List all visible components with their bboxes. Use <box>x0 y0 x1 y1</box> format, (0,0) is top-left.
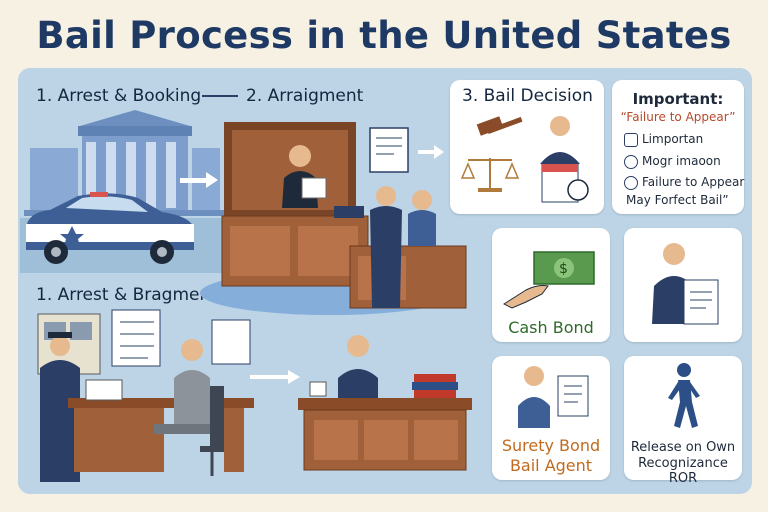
cash-bond-card <box>492 228 610 342</box>
step-arrest-booking-label: 1. Arrest & Booking <box>36 86 202 106</box>
release-line1-label: Release on Own <box>630 440 736 455</box>
surety-agent-illustration <box>518 366 589 428</box>
no-entry-icon <box>624 155 638 169</box>
bail-decision-illustration <box>460 116 589 203</box>
desk-clerk-illustration <box>298 335 472 471</box>
arraignment-document-icon <box>369 127 444 173</box>
important-item: Mogr imaoon <box>642 154 721 168</box>
cash-money-icon: $ <box>502 251 595 309</box>
important-title: Important: <box>632 90 724 108</box>
booking-scene-illustration <box>37 309 254 482</box>
important-subtitle: “Failure to Appear” <box>620 110 736 124</box>
warning-icon <box>624 176 638 190</box>
step-connector-line <box>202 95 238 97</box>
important-footer: May Forfect Bail” <box>626 193 729 207</box>
bail-decision-label: 3. Bail Decision <box>462 86 593 106</box>
step-arrest-bragment-label: 1. Arrest & Bragment <box>36 285 217 305</box>
surety-bond-label: Surety Bond <box>501 436 601 455</box>
arrow-right-icon <box>250 370 300 384</box>
step-arraignment-label: 2. Arraigment <box>246 86 364 106</box>
bail-agent-label: Bail Agent <box>509 456 593 475</box>
person-icon <box>624 133 638 147</box>
surety-bond-card <box>492 356 610 480</box>
walking-person-icon <box>668 363 700 428</box>
courthouse-police-car-illustration <box>20 110 230 273</box>
page-title: Bail Process in the United States <box>36 14 732 57</box>
important-card <box>612 80 744 214</box>
person-with-document-illustration <box>652 243 719 325</box>
important-item: Limportan <box>642 132 704 146</box>
important-item: Failure to Appear <box>642 175 745 189</box>
svg-text:$: $ <box>559 261 568 277</box>
release-line2-label: Recognizance ROR <box>638 456 728 486</box>
courtroom-arraignment-illustration <box>200 122 467 315</box>
cash-bond-label: Cash Bond <box>508 318 594 337</box>
